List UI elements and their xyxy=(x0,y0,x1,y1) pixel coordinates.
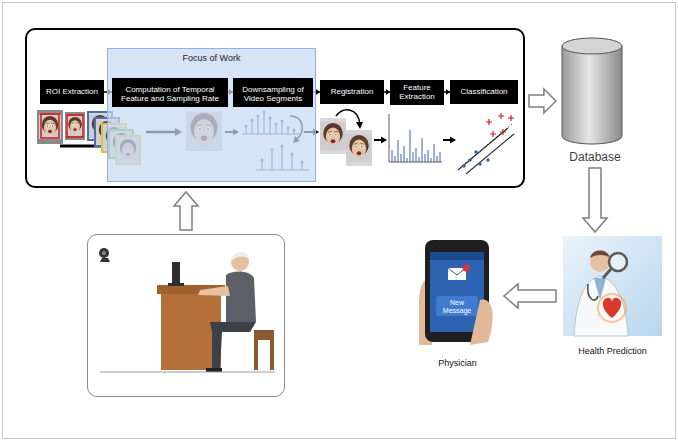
process-box: Computation of Temporal Feature and Samp… xyxy=(112,78,228,107)
focus-band: Focus of WorkComputation of Temporal Fea… xyxy=(107,48,316,182)
process-box: Classification xyxy=(450,80,518,104)
process-label: Classification xyxy=(460,87,507,97)
health-prediction-image: Health Prediction xyxy=(560,236,665,356)
node-label: Database xyxy=(569,150,620,164)
screen-text: New Message xyxy=(436,299,478,315)
process-label: Feature Extraction xyxy=(393,83,441,102)
database-cylinder: Database xyxy=(560,38,630,164)
process-label: Downsampling of Video Segments xyxy=(236,81,310,104)
flow-arrow xyxy=(504,284,556,308)
process-label: Computation of Temporal Feature and Samp… xyxy=(115,81,225,104)
flow-arrow xyxy=(529,89,556,113)
node-label: Health Prediction xyxy=(578,346,647,356)
process-box: Registration xyxy=(320,80,384,104)
process-label: ROI Extraction xyxy=(46,87,98,97)
process-box: Downsampling of Video Segments xyxy=(233,78,313,107)
flow-arrow xyxy=(583,168,607,232)
process-box: Feature Extraction xyxy=(390,80,444,105)
pipeline-frame: Focus of WorkComputation of Temporal Fea… xyxy=(25,28,525,188)
node-label: Physician xyxy=(438,358,477,368)
process-box: ROI Extraction xyxy=(40,80,104,104)
user-scene xyxy=(87,234,285,397)
band-title: Focus of Work xyxy=(108,49,315,63)
flow-arrow xyxy=(174,192,198,230)
process-label: Registration xyxy=(331,87,374,97)
